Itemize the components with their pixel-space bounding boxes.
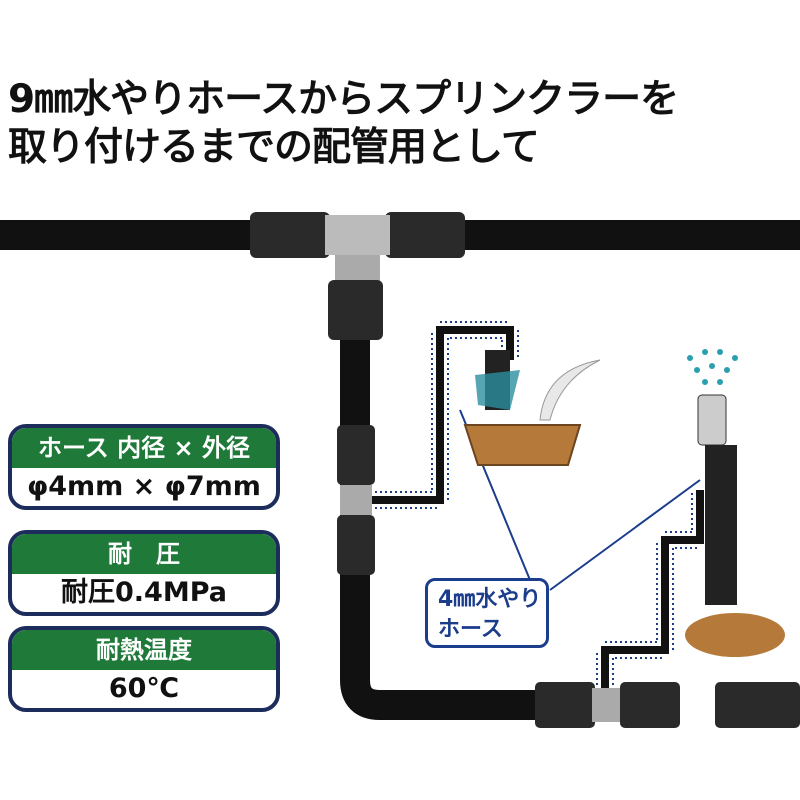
branch-hose (340, 250, 560, 720)
spec-box-hose-diameter: ホース 内径 × 外径 φ4mm × φ7mm (8, 424, 280, 510)
t-connector-bottom (328, 280, 383, 340)
spec-box-heat-resistance: 耐熱温度 60℃ (8, 626, 280, 712)
spec-label: 耐熱温度 (12, 630, 276, 670)
callout-line-2-text: ホース (438, 617, 503, 642)
end-plug (715, 682, 800, 728)
sprinkler-head (697, 394, 727, 446)
title-line-1: 9㎜水やりホースからスプリンクラーを (8, 77, 679, 122)
spec-label: ホース 内径 × 外径 (12, 428, 276, 468)
spec-value: φ4mm × φ7mm (27, 471, 261, 502)
callout-line-1-text: 4㎜水やり (438, 587, 542, 612)
bottom-connector-2 (620, 682, 680, 728)
t-connector-left (250, 212, 330, 258)
t-connector-right (385, 212, 465, 258)
hose-callout: 4㎜水やり ホース (425, 578, 549, 648)
thin-hose-gap-2 (598, 490, 707, 695)
thin-hose-outline-2 (596, 490, 709, 695)
thin-hose-2 (601, 490, 704, 695)
sprinkler-stake (705, 445, 737, 605)
water-spray (475, 370, 520, 410)
callout-line-2 (549, 479, 701, 591)
bottom-t-body (592, 688, 622, 722)
spec-box-pressure: 耐 圧 耐圧0.4MPa (8, 530, 280, 616)
sprinkler-water-drops (687, 349, 738, 385)
thin-hose-1 (370, 326, 514, 504)
spec-value: 耐圧0.4MPa (61, 577, 227, 608)
branch-connector-top (337, 425, 375, 485)
t-body (325, 215, 390, 255)
spec-label: 耐 圧 (12, 534, 276, 574)
branch-connector-bottom (337, 515, 375, 575)
bottom-connector-1 (535, 682, 595, 728)
title-line-2: 取り付けるまでの配管用として (8, 125, 540, 170)
plant-pot (463, 424, 582, 466)
spec-value: 60℃ (108, 673, 180, 704)
branch-t-body (340, 485, 372, 515)
soil-mound (685, 613, 785, 657)
plant-leaf (539, 359, 601, 421)
